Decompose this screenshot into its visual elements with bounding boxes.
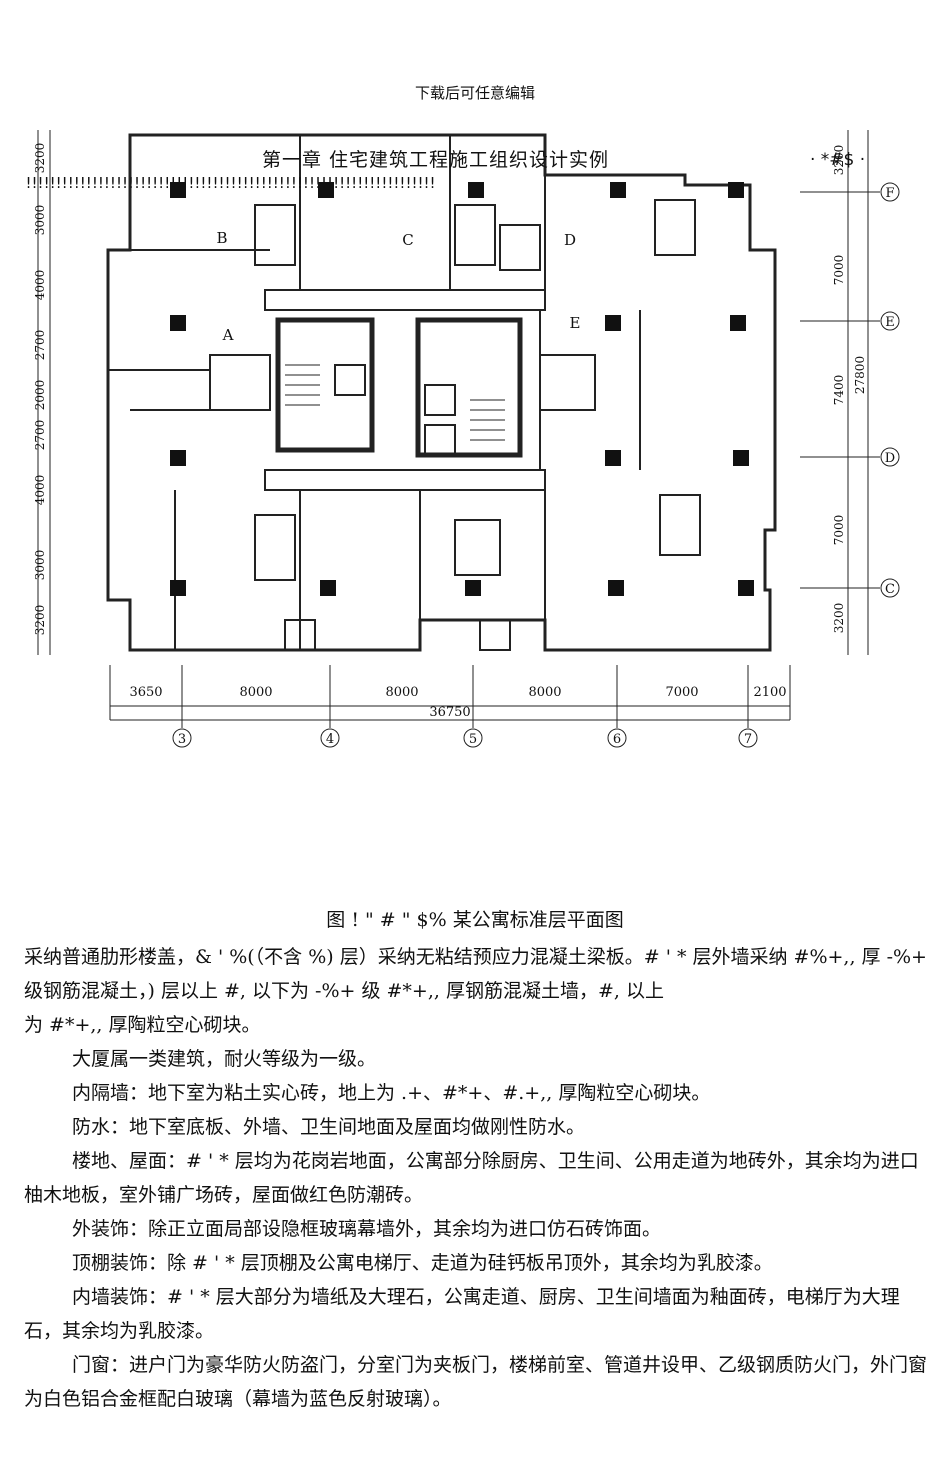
floor-plan-drawing: A B C D E 3200 3000 4000 2700 2000 2700 4000 3000 320… (0, 115, 950, 765)
paragraph: 门窗：进户门为豪华防火防盗门，分室门为夹板门，楼梯前室、管道井设甲、乙级钢质防火… (24, 1354, 928, 1410)
unit-label: C (402, 231, 413, 249)
left-dimension: 4000 (33, 475, 47, 506)
figure-caption: 图 ! " # " $% 某公寓标准层平面图 (326, 909, 624, 931)
right-dimension: 7000 (832, 515, 846, 546)
left-dimension: 4000 (33, 270, 47, 301)
bottom-dimension: 2100 (753, 685, 786, 700)
column-axis-bubble (738, 728, 758, 748)
paragraph: 大厦属一类建筑，耐火等级为一级。 (72, 1048, 377, 1070)
paragraph: 外装饰：除正立面局部设隐框玻璃幕墙外，其余均为进口仿石砖饰面。 (72, 1218, 662, 1240)
column-axis-label: 4 (326, 732, 334, 747)
row-axis-label: C (885, 582, 895, 597)
chapter-title: 第一章 住宅建筑工程施工组织设计实例 (262, 149, 610, 171)
unit-label: D (564, 231, 576, 249)
bottom-dimension: 8000 (528, 685, 561, 700)
paragraph: 采纳普通肋形楼盖，& ' %(（不含 %) 层）采纳无粘结预应力混凝土梁板。# … (24, 946, 927, 1002)
row-axis-bubble (880, 182, 900, 202)
right-total-dimension: 27800 (853, 356, 867, 394)
right-dimension: 7000 (832, 255, 846, 286)
column-axis-label: 3 (178, 732, 186, 747)
column-axis-bubble (463, 728, 483, 748)
left-dimension: 2000 (33, 380, 47, 411)
bottom-dimension: 3650 (129, 685, 162, 700)
right-dimension: 3200 (832, 145, 846, 176)
unit-label: B (216, 229, 227, 247)
column-axis-bubble (320, 728, 340, 748)
left-dimension: 3200 (33, 143, 47, 174)
column-axis-label: 6 (613, 732, 621, 747)
column-axis-label: 7 (744, 732, 752, 747)
bottom-dimension: 8000 (239, 685, 272, 700)
row-axis-bubble (880, 311, 900, 331)
paragraph: 内隔墙：地下室为粘土实心砖，地上为 .+、#*+、#.+,, 厚陶粒空心砌块。 (72, 1082, 711, 1104)
right-dimension: 7400 (832, 375, 846, 406)
body-text: 采纳普通肋形楼盖，& ' %(（不含 %) 层）采纳无粘结预应力混凝土梁板。# … (24, 940, 930, 1416)
row-axis-label: D (885, 451, 895, 466)
left-dimension: 2700 (33, 330, 47, 361)
bottom-total-dimension: 36750 (429, 705, 470, 720)
right-dimension: 3200 (832, 603, 846, 634)
column-axis-bubble (607, 728, 627, 748)
row-axis-label: F (885, 186, 894, 201)
garbled-marks: · *#$ · (810, 150, 866, 170)
row-axis-bubble (880, 447, 900, 467)
paragraph: 防水：地下室底板、外墙、卫生间地面及屋面均做刚性防水。 (72, 1116, 586, 1138)
paragraph: 为 #*+,, 厚陶粒空心砌块。 (24, 1014, 261, 1036)
row-axis-label: E (885, 315, 895, 330)
left-dimension: 2700 (33, 420, 47, 451)
bottom-dimension: 8000 (385, 685, 418, 700)
paragraph: 顶棚装饰：除 # ' * 层顶棚及公寓电梯厅、走道为硅钙板吊顶外，其余均为乳胶漆… (72, 1252, 773, 1274)
left-dimension: 3200 (33, 605, 47, 636)
bottom-dimension: 7000 (665, 685, 698, 700)
left-dimension: 3000 (33, 205, 47, 236)
paragraph: 楼地、屋面：# ' * 层均为花岗岩地面，公寓部分除厨房、卫生间、公用走道为地砖… (24, 1150, 919, 1206)
unit-label: E (570, 314, 581, 332)
column-axis-label: 5 (469, 732, 477, 747)
garbled-row: !!!!!!!!!!!!!!!!!!!!!!!!!!!!!!!!!!!!!!!!… (24, 174, 437, 192)
row-axis-bubble (880, 578, 900, 598)
column-axis-bubble (172, 728, 192, 748)
left-dimension: 3000 (33, 550, 47, 581)
page-header: 下载后可任意编辑 (414, 84, 535, 102)
paragraph: 内墙装饰：# ' * 层大部分为墙纸及大理石，公寓走道、厨房、卫生间墙面为釉面砖… (24, 1286, 900, 1342)
unit-label: A (222, 326, 234, 344)
